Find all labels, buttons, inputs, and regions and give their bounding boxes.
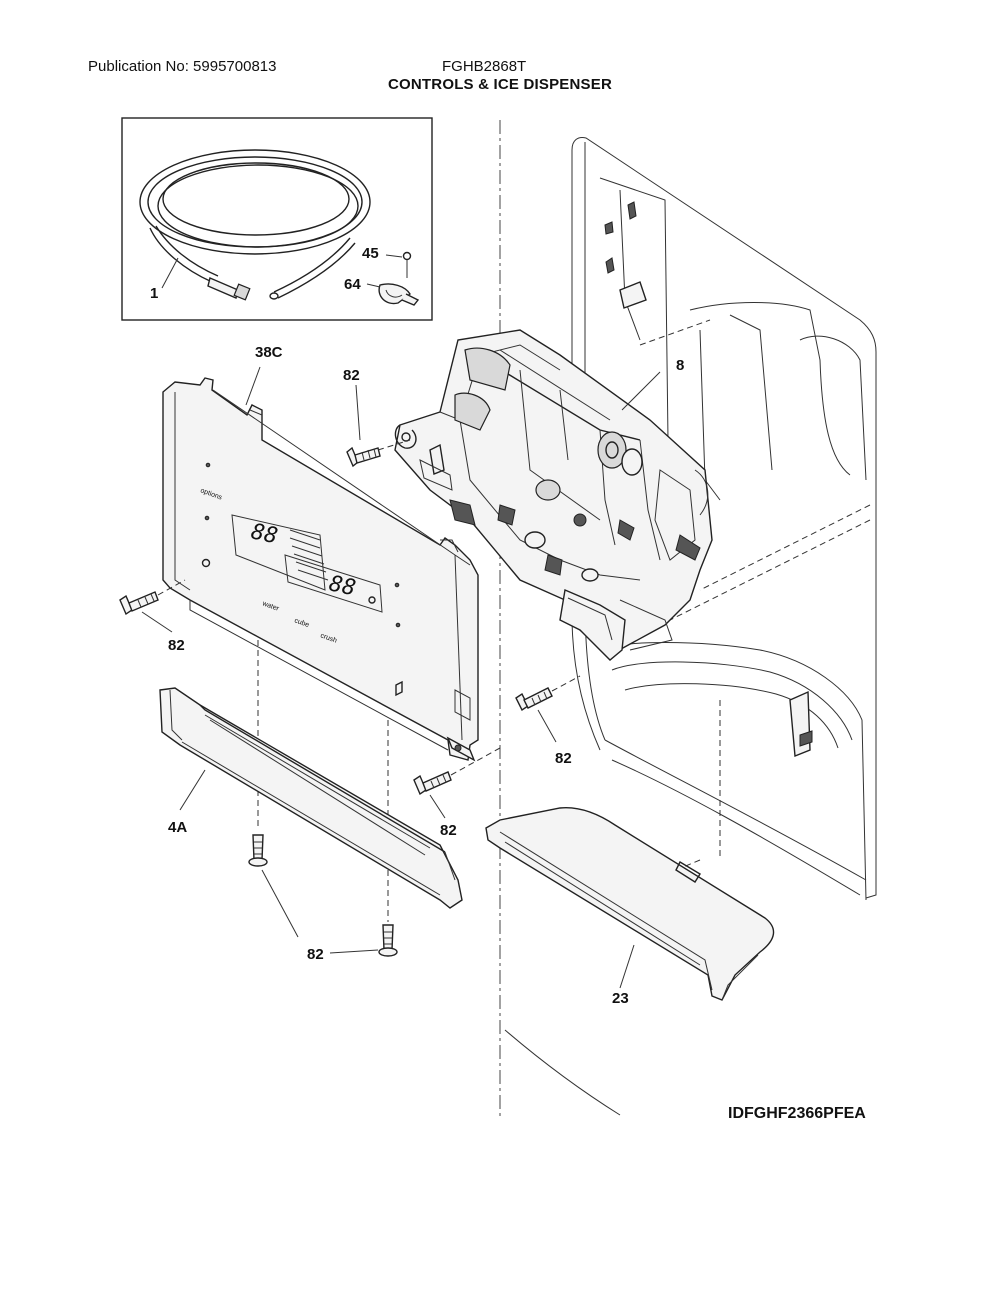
panel-lock-icon [201,558,211,568]
screw-bottom-left [248,640,268,867]
water-tube-coil [139,149,371,301]
callout-82-mid: 82 [555,750,572,767]
callout-23: 23 [612,990,629,1007]
tubing-inset: 1 45 64 [121,117,433,321]
diagram-id: IDFGHF2366PFEA [728,1105,866,1122]
screw-right: 82 [413,747,501,839]
screw-mid: 82 [515,675,581,767]
callout-45: 45 [362,245,379,262]
control-panel: 88 88 options water cube crush 38C [162,344,479,762]
callout-82-right: 82 [440,822,457,839]
panel-indicator-dot [395,622,401,628]
clamp-screw [402,251,412,278]
callout-1: 1 [150,285,158,302]
publication-number: Publication No: 5995700813 [88,58,277,75]
callout-82-left: 82 [168,637,185,654]
callout-4a: 4A [168,819,187,836]
page-title: CONTROLS & ICE DISPENSER [388,76,612,93]
callout-82-bottom-leaders: 82 [261,869,379,963]
panel-light-icon [368,596,376,604]
panel-indicator-dot [205,462,211,468]
callout-8: 8 [676,357,684,374]
panel-indicator-dot [204,515,210,521]
ice-dispenser-assembly: 8 [394,329,713,661]
panel-cube-button: cube [293,617,310,629]
model-number: FGHB2868T [442,58,527,75]
tube-clamp [378,283,420,306]
panel-display-area: 88 88 [231,514,383,613]
door-liner-outline [499,120,877,1120]
dispenser-drip-tray: 23 [485,807,775,1007]
screw-top: 82 [343,367,411,468]
trim-strip: 4A [159,687,463,909]
panel-indicator-dot [394,582,400,588]
display-left-digits: 88 [249,519,280,549]
callout-82-top: 82 [343,367,360,384]
callout-38c: 38C [255,344,283,361]
inset-frame [121,117,433,321]
display-right-digits: 88 [327,571,358,601]
callout-64: 64 [344,276,361,293]
screw-left: 82 [119,579,186,654]
callout-82-bottom: 82 [307,946,324,963]
